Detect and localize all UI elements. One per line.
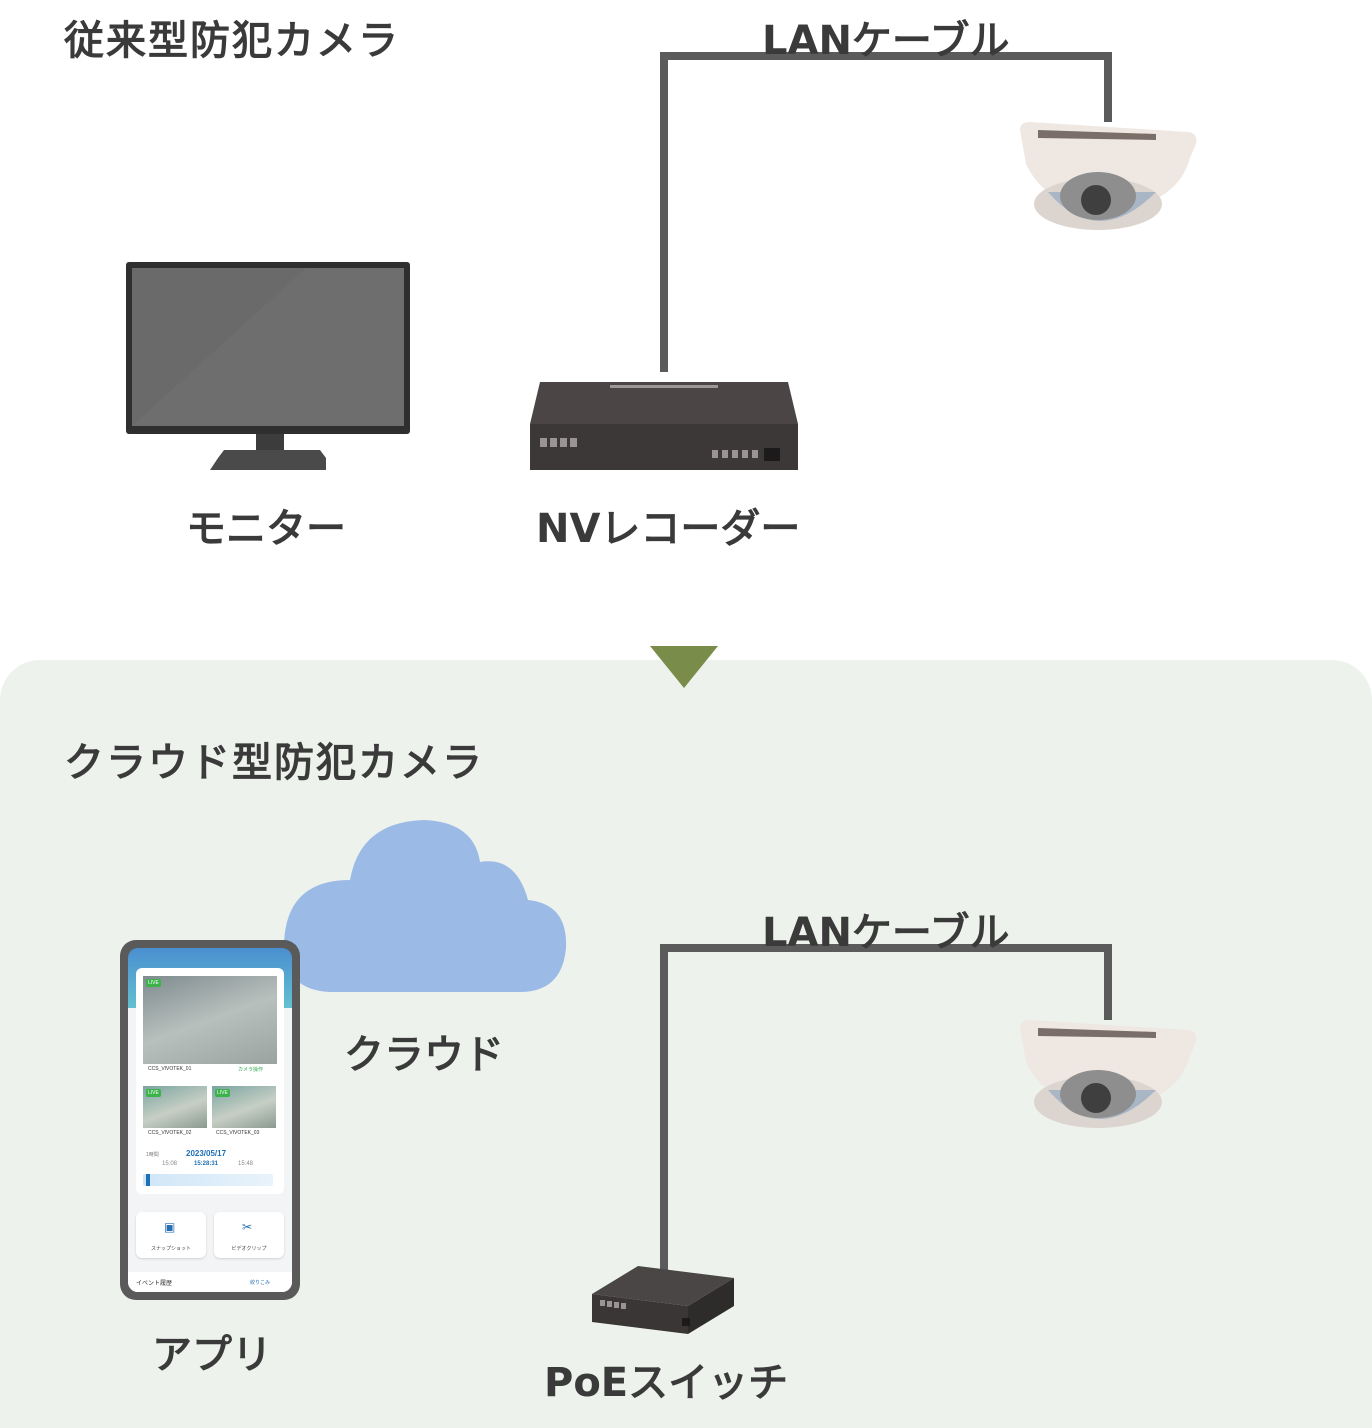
poe-switch-label: PoEスイッチ bbox=[544, 1360, 789, 1406]
recorder-icon bbox=[530, 382, 798, 470]
live-badge: LIVE bbox=[146, 1089, 161, 1097]
camera-icon: ▣ bbox=[164, 1220, 176, 1234]
filter-label: 絞りこみ bbox=[250, 1280, 271, 1286]
timeline-time-left: 15:08 bbox=[162, 1161, 178, 1167]
dome-camera-icon-top bbox=[1020, 122, 1197, 230]
timeline-time-right: 15:48 bbox=[238, 1161, 254, 1167]
camera-feed-3: LIVE bbox=[212, 1086, 276, 1128]
cloud-section-title: クラウド型防犯カメラ bbox=[64, 740, 484, 786]
dome-camera-icon-bottom bbox=[1020, 1020, 1197, 1128]
monitor-label: モニター bbox=[186, 506, 346, 552]
recorder-label: NVレコーダー bbox=[536, 506, 801, 552]
camera-feed-2: LIVE bbox=[143, 1086, 207, 1128]
down-arrow-icon bbox=[650, 646, 718, 688]
camera-name-3: CCS_VIVOTEK_03 bbox=[216, 1130, 260, 1136]
camera-card: LIVE CCS_VIVOTEK_01 カメラ操作 LIVE LIVE CCS_… bbox=[136, 968, 284, 1194]
cloud-label: クラウド bbox=[344, 1032, 504, 1078]
camera-op-link: カメラ操作 bbox=[238, 1067, 264, 1073]
videoclip-button: ✂ ビデオクリップ bbox=[214, 1212, 284, 1258]
monitor-icon bbox=[126, 262, 410, 470]
snapshot-button: ▣ スナップショット bbox=[136, 1212, 206, 1258]
live-badge: LIVE bbox=[146, 979, 161, 987]
videoclip-label: ビデオクリップ bbox=[231, 1246, 267, 1252]
camera-name-1: CCS_VIVOTEK_01 bbox=[148, 1066, 192, 1072]
snapshot-label: スナップショット bbox=[150, 1246, 191, 1252]
poe-switch-icon bbox=[592, 1266, 734, 1334]
range-select: 1時間 bbox=[146, 1152, 159, 1158]
app-label: アプリ bbox=[152, 1332, 272, 1378]
smartphone-icon: LIVE CCS_VIVOTEK_01 カメラ操作 LIVE LIVE CCS_… bbox=[120, 940, 300, 1300]
timeline-date: 2023/05/17 bbox=[186, 1149, 227, 1158]
cloud-icon bbox=[284, 820, 567, 992]
event-history-bar: イベント履歴 絞りこみ bbox=[128, 1272, 292, 1292]
camera-feed-main: LIVE bbox=[143, 976, 277, 1064]
traditional-title: 従来型防犯カメラ bbox=[64, 18, 400, 64]
camera-name-2: CCS_VIVOTEK_02 bbox=[148, 1130, 192, 1136]
live-badge: LIVE bbox=[215, 1089, 230, 1097]
lan-cable-top bbox=[660, 52, 1112, 372]
lan-cable-label-bottom: LANケーブル bbox=[762, 910, 1010, 956]
lan-cable-label-top: LANケーブル bbox=[762, 18, 1010, 64]
timeline-time-current: 15:28:31 bbox=[194, 1161, 219, 1167]
lan-cable-bottom bbox=[660, 944, 1112, 1270]
timeline-bar bbox=[143, 1174, 273, 1186]
event-history-label: イベント履歴 bbox=[136, 1281, 173, 1287]
app-screen: LIVE CCS_VIVOTEK_01 カメラ操作 LIVE LIVE CCS_… bbox=[128, 948, 292, 1292]
scissors-icon: ✂ bbox=[242, 1220, 253, 1234]
